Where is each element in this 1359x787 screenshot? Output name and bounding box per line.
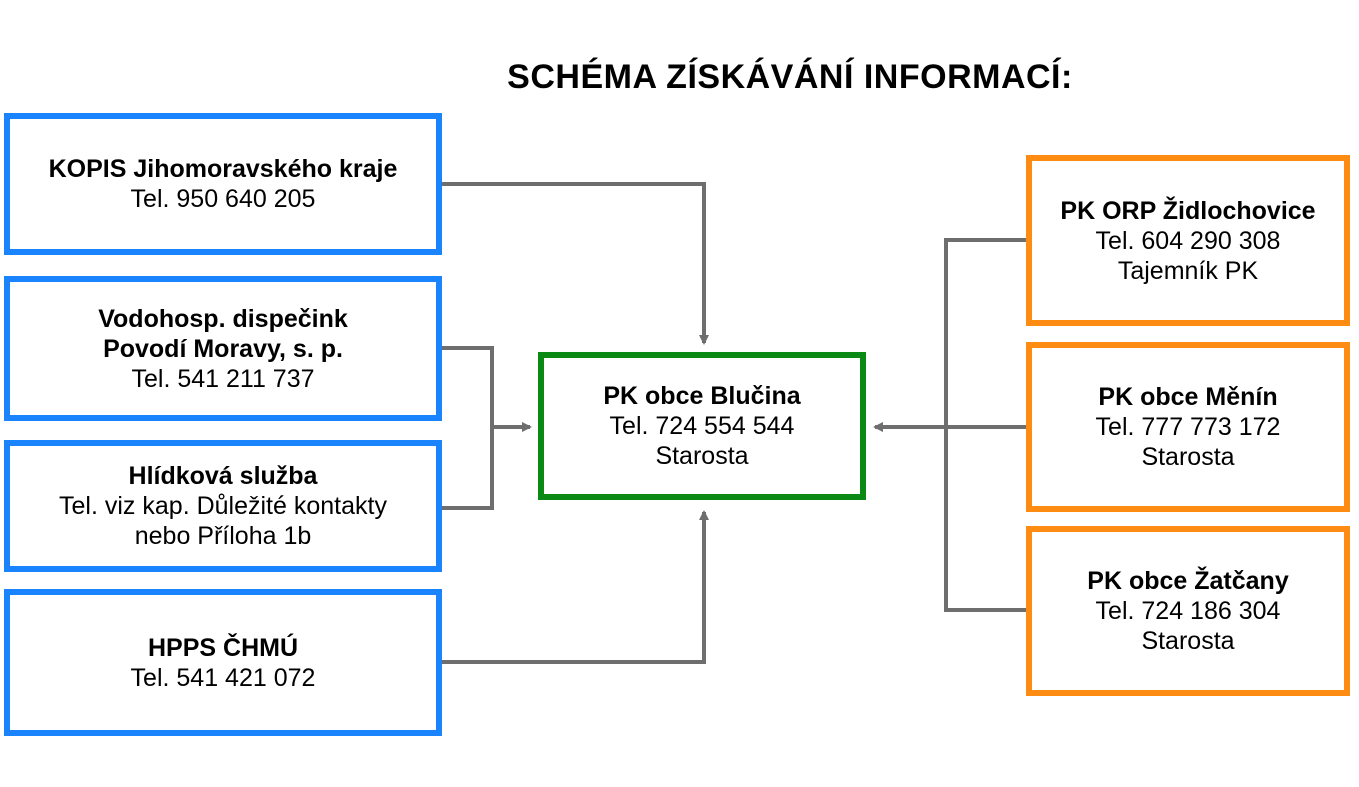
- connector-vodohosp: [441, 346, 494, 510]
- box-menin-role: Starosta: [1141, 443, 1235, 471]
- box-kopis: KOPIS Jihomoravského kraje Tel. 950 640 …: [4, 113, 442, 255]
- box-zatcany-role: Starosta: [1141, 627, 1235, 655]
- box-center-role: Starosta: [655, 442, 749, 470]
- box-center: PK obce Blučina Tel. 724 554 544 Starost…: [538, 352, 866, 500]
- box-vodohosp: Vodohosp. dispečink Povodí Moravy, s. p.…: [4, 276, 442, 421]
- box-center-phone: Tel. 724 554 544: [609, 412, 795, 440]
- box-orp-name: PK ORP Židlochovice: [1060, 196, 1316, 225]
- box-hpps-phone: Tel. 541 421 072: [130, 663, 316, 692]
- box-orp-role: Tajemník PK: [1117, 256, 1259, 285]
- box-hlidkova: Hlídková služba Tel. viz kap. Důležité k…: [4, 440, 442, 572]
- box-hpps-name: HPPS ČHMÚ: [147, 633, 298, 662]
- box-kopis-name: KOPIS Jihomoravského kraje: [48, 155, 398, 183]
- box-menin-name: PK obce Měnín: [1098, 383, 1278, 411]
- box-zatcany-name: PK obce Žatčany: [1087, 567, 1289, 595]
- connector-hpps: [441, 510, 709, 664]
- diagram-title: SCHÉMA ZÍSKÁVÁNÍ INFORMACÍ:: [507, 58, 1073, 96]
- box-menin: PK obce Měnín Tel. 777 773 172 Starosta: [1026, 342, 1350, 512]
- box-zatcany: PK obce Žatčany Tel. 724 186 304 Starost…: [1026, 526, 1350, 696]
- box-hlidkova-line-1: Tel. viz kap. Důležité kontakty: [59, 492, 387, 520]
- box-vodohosp-name-1: Vodohosp. dispečink: [98, 304, 348, 333]
- connector-kopis: [441, 182, 709, 345]
- box-orp-phone: Tel. 604 290 308: [1095, 226, 1281, 255]
- box-vodohosp-phone: Tel. 541 211 737: [131, 364, 315, 393]
- box-zatcany-phone: Tel. 724 186 304: [1095, 597, 1281, 625]
- box-center-name: PK obce Blučina: [603, 382, 801, 410]
- box-hpps: HPPS ČHMÚ Tel. 541 421 072: [4, 589, 442, 736]
- box-orp: PK ORP Židlochovice Tel. 604 290 308 Taj…: [1026, 155, 1350, 326]
- box-kopis-phone: Tel. 950 640 205: [130, 185, 316, 213]
- box-vodohosp-name-2: Povodí Moravy, s. p.: [103, 334, 343, 363]
- box-menin-phone: Tel. 777 773 172: [1095, 413, 1281, 441]
- box-hlidkova-line-2: nebo Příloha 1b: [134, 522, 312, 550]
- box-hlidkova-name: Hlídková služba: [128, 462, 318, 490]
